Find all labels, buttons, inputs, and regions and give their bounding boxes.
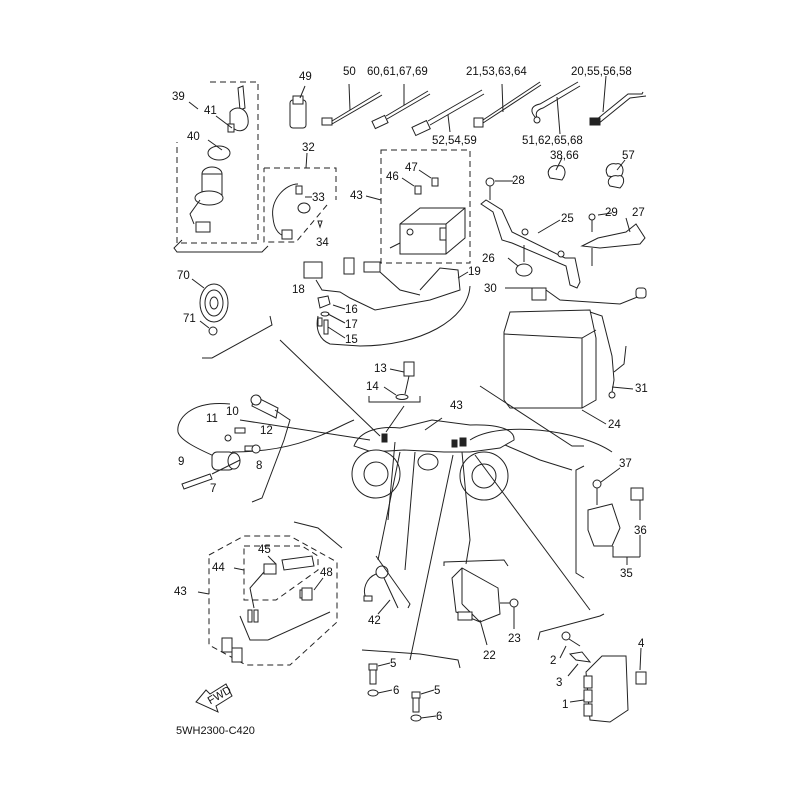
- callout-1: 1: [562, 699, 568, 711]
- callout-10: 10: [226, 406, 239, 418]
- callout-18: 18: [292, 284, 305, 296]
- callout-50: 50: [343, 66, 356, 78]
- part-51-tie: [531, 81, 581, 135]
- callout-60-61-67-69: 60,61,67,69: [367, 66, 428, 78]
- group-39-main-switch: [173, 81, 269, 253]
- bolts-5-6: [361, 649, 461, 722]
- callout-7: 7: [210, 483, 216, 495]
- callout-29: 29: [605, 207, 618, 219]
- callout-5b: 5: [434, 685, 440, 697]
- sensor-13: [368, 361, 421, 403]
- callout-28: 28: [512, 175, 525, 187]
- part-49-coupler: [289, 85, 307, 129]
- callout-51-62-65-68: 51,62,65,68: [522, 135, 583, 147]
- callout-15: 15: [345, 334, 358, 346]
- part-60-tie: [371, 84, 431, 130]
- callout-9: 9: [178, 456, 184, 468]
- callout-2: 2: [550, 655, 556, 667]
- atv-vehicle: [231, 339, 613, 661]
- callout-44: 44: [212, 562, 225, 574]
- callout-33: 33: [312, 192, 325, 204]
- callout-24: 24: [608, 419, 621, 431]
- relay-35: [575, 465, 644, 579]
- rectifier-22: [443, 559, 519, 646]
- horn-70: [191, 278, 273, 359]
- callout-38-66: 38,66: [550, 150, 579, 162]
- callout-12: 12: [260, 425, 273, 437]
- group-43-fuse-box: [365, 149, 471, 264]
- callout-39: 39: [172, 91, 185, 103]
- callout-16: 16: [345, 304, 358, 316]
- callout-47: 47: [405, 162, 418, 174]
- callout-32: 32: [302, 142, 315, 154]
- switch-42: [363, 555, 411, 615]
- callout-43-top: 43: [350, 190, 363, 202]
- callout-37: 37: [619, 458, 632, 470]
- callout-46: 46: [386, 171, 399, 183]
- diagram-code: 5WH2300-C420: [176, 725, 255, 737]
- callout-31: 31: [635, 383, 648, 395]
- callout-34: 34: [316, 237, 329, 249]
- callout-48: 48: [320, 567, 333, 579]
- part-21-tie: [473, 81, 542, 128]
- group-32-sensor: [263, 152, 337, 243]
- callout-6a: 6: [393, 685, 399, 697]
- callout-8: 8: [256, 460, 262, 472]
- callout-45: 45: [258, 544, 271, 556]
- callout-49: 49: [299, 71, 312, 83]
- callout-22: 22: [483, 650, 496, 662]
- callout-26: 26: [482, 253, 495, 265]
- part-50-tie: [321, 83, 383, 126]
- part-20-band: [589, 75, 647, 126]
- callout-13: 13: [374, 363, 387, 375]
- callout-5a: 5: [390, 658, 396, 670]
- callout-42: 42: [368, 615, 381, 627]
- callout-6b: 6: [436, 711, 442, 723]
- callout-70: 70: [177, 270, 190, 282]
- callout-11: 11: [206, 413, 218, 425]
- callout-43-bot: 43: [174, 586, 187, 598]
- callout-23: 23: [508, 633, 521, 645]
- callout-14: 14: [366, 381, 379, 393]
- wire-harness-19: [303, 257, 471, 347]
- callout-25: 25: [561, 213, 574, 225]
- callout-57: 57: [622, 150, 635, 162]
- bracket-assembly: [480, 157, 646, 289]
- fwd-arrow-icon: FWD: [195, 683, 234, 713]
- starter-relay-group: [177, 394, 291, 503]
- callout-4: 4: [638, 638, 645, 650]
- callout-40: 40: [187, 131, 200, 143]
- battery-24: [479, 287, 647, 447]
- callout-41: 41: [204, 105, 217, 117]
- callout-36: 36: [634, 525, 647, 537]
- callout-43-mid: 43: [450, 400, 463, 412]
- callout-30: 30: [484, 283, 497, 295]
- callout-3: 3: [556, 677, 562, 689]
- callout-20-55-56-58: 20,55,56,58: [571, 66, 632, 78]
- cdi-unit-1: [537, 613, 647, 723]
- callout-27: 27: [632, 207, 645, 219]
- callout-71: 71: [183, 313, 196, 325]
- callout-21-53-63-64: 21,53,63,64: [466, 66, 527, 78]
- group-43-harness: [197, 521, 343, 666]
- callout-52-54-59: 52,54,59: [432, 135, 477, 147]
- part-52-tie: [411, 89, 485, 137]
- callout-19: 19: [468, 266, 481, 278]
- callout-35: 35: [620, 568, 633, 580]
- callout-17: 17: [345, 319, 358, 331]
